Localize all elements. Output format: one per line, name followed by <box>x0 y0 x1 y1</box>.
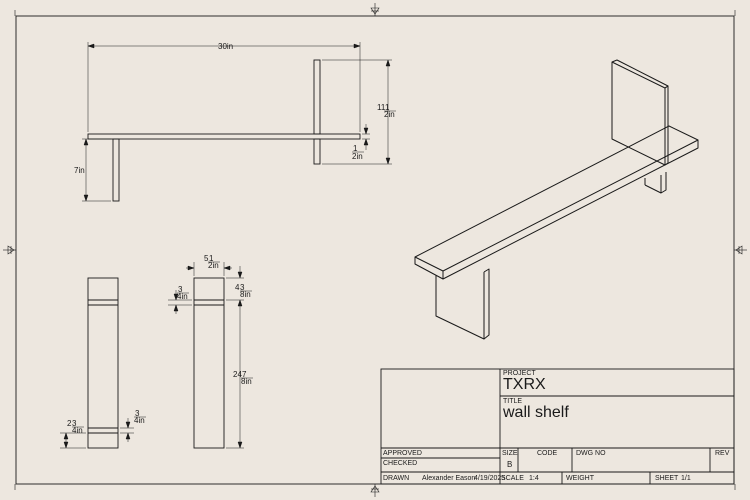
front-view <box>87 59 361 202</box>
centering-mark-left <box>7 245 15 255</box>
title-label: TITLE <box>503 398 523 405</box>
dim-top-den: 8in <box>240 290 251 299</box>
sheet-border <box>3 3 747 497</box>
centering-mark-bottom <box>370 485 380 493</box>
drawn-by: Alexander Eason <box>422 475 476 482</box>
project-value: TXRX <box>503 376 546 393</box>
dim-side-num: 7 <box>242 370 247 379</box>
dim-gap-num: 1 <box>353 144 358 153</box>
dim-overall-length: 30in <box>218 42 233 51</box>
checked-label: CHECKED <box>383 460 418 467</box>
sheet-value: 1/1 <box>681 475 691 482</box>
size-value: B <box>507 460 513 469</box>
dwg-no-label: DWG NO <box>576 450 606 457</box>
project-label: PROJECT <box>503 370 536 377</box>
sheet-label: SHEET <box>655 475 679 482</box>
upright-side-dimensions <box>168 262 244 449</box>
dim-bottom-int: 2 <box>67 419 72 428</box>
dim-upright-height-den: 2in <box>384 110 395 119</box>
centering-mark-right <box>735 245 743 255</box>
approved-label: APPROVED <box>383 450 422 457</box>
dim-width-num: 1 <box>209 254 214 263</box>
drawn-date: 4/19/2025 <box>474 475 506 482</box>
dim-top-num: 3 <box>240 283 245 292</box>
code-label: CODE <box>537 450 558 457</box>
dim-width-int: 5 <box>204 254 209 263</box>
dim-bottom-num: 3 <box>72 419 77 428</box>
dim-upright-height-num: 1 <box>385 103 390 112</box>
title-value: wall shelf <box>503 404 569 421</box>
title-block-frame <box>380 368 735 485</box>
bracket-side-dimensions <box>60 418 134 449</box>
dim-thk-right-num: 3 <box>135 409 140 418</box>
dim-thk-right-den: 4in <box>134 416 145 425</box>
dim-side-int: 24 <box>233 370 242 379</box>
size-label: SIZE <box>502 450 518 457</box>
bracket-side-view <box>87 277 119 449</box>
front-view-dimensions <box>82 42 392 202</box>
weight-label: WEIGHT <box>566 475 594 482</box>
dim-bottom-den: 4in <box>72 426 83 435</box>
dim-side-den: 8in <box>241 377 252 386</box>
scale-label: SCALE <box>501 475 524 482</box>
dim-top-int: 4 <box>235 283 240 292</box>
dim-thk-left-num: 3 <box>178 285 183 294</box>
dim-thk-left-den: 4in <box>177 292 188 301</box>
upright-side-view <box>193 277 225 449</box>
isometric-view <box>414 59 699 340</box>
rev-label: REV <box>715 450 730 457</box>
dim-upright-height-int: 11 <box>377 103 386 112</box>
dim-width-den: 2in <box>208 261 219 270</box>
scale-value: 1:4 <box>529 475 539 482</box>
dim-gap-den: 2in <box>352 152 363 161</box>
drawn-label: DRAWN <box>383 475 410 482</box>
dim-bracket-height: 7in <box>74 166 85 175</box>
centering-mark-top <box>370 7 380 15</box>
